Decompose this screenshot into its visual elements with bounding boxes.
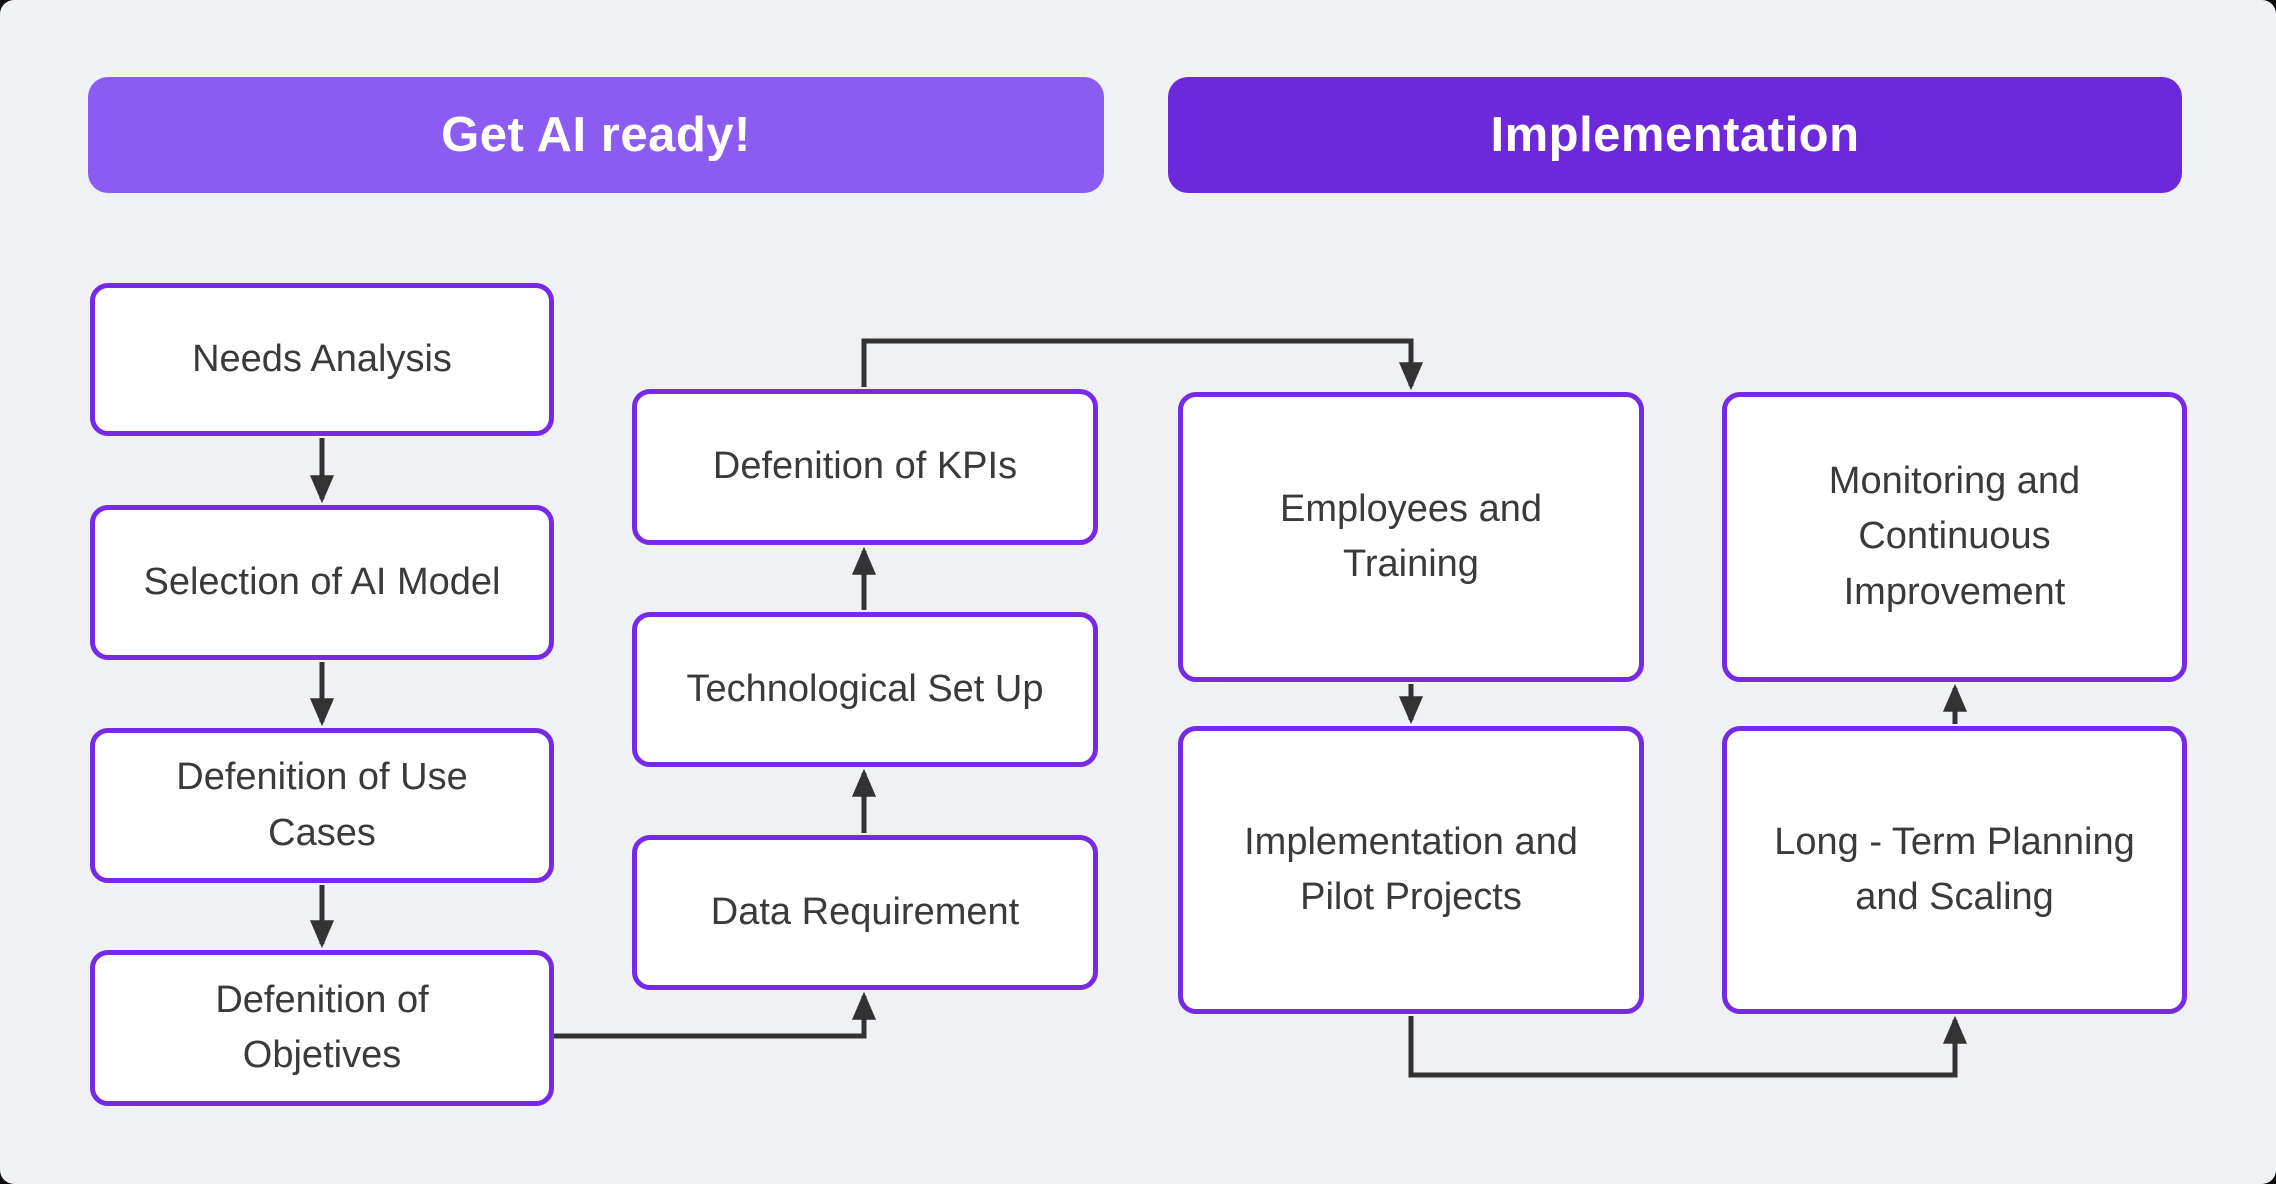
- node-label: Defenition of Objetives: [215, 978, 429, 1076]
- phase-header-label: Get AI ready!: [441, 108, 751, 162]
- node-defenition-of-kpis: Defenition of KPIs: [632, 389, 1098, 545]
- node-label: Employees and Training: [1280, 487, 1542, 585]
- node-needs-analysis: Needs Analysis: [90, 283, 554, 436]
- node-employees-and-training: Employees and Training: [1178, 392, 1644, 682]
- phase-header-implementation: Implementation: [1168, 77, 2182, 193]
- node-defenition-of-use-cases: Defenition of Use Cases: [90, 728, 554, 883]
- node-monitoring-and-continuous-improvement: Monitoring and Continuous Improvement: [1722, 392, 2187, 682]
- node-label: Defenition of Use Cases: [176, 756, 468, 854]
- node-long-term-planning-and-scaling: Long - Term Planning and Scaling: [1722, 726, 2187, 1014]
- node-label: Data Requirement: [710, 890, 1020, 933]
- node-label: Monitoring and Continuous Improvement: [1828, 460, 2081, 613]
- node-selection-of-ai-model: Selection of AI Model: [90, 505, 554, 660]
- node-label: Long - Term Planning and Scaling: [1774, 820, 2135, 918]
- node-data-requirement: Data Requirement: [632, 835, 1098, 990]
- node-implementation-and-pilot-projects: Implementation and Pilot Projects: [1178, 726, 1644, 1014]
- phase-header-label: Implementation: [1490, 108, 1860, 162]
- node-label: Implementation and Pilot Projects: [1244, 820, 1578, 918]
- phase-header-get-ai-ready: Get AI ready!: [88, 77, 1104, 193]
- edge-defenition-of-kpis-to-employees-and-training: [861, 338, 1424, 391]
- node-label: Defenition of KPIs: [712, 445, 1018, 488]
- node-technological-set-up: Technological Set Up: [632, 612, 1098, 767]
- edge-implementation-and-pilot-projects-to-long-term-planning-and-scaling: [1408, 1015, 1968, 1078]
- node-label: Needs Analysis: [192, 337, 452, 380]
- node-label: Technological Set Up: [686, 667, 1044, 710]
- node-defenition-of-objetives: Defenition of Objetives: [90, 950, 554, 1106]
- node-label: Selection of AI Model: [143, 560, 501, 603]
- edge-defenition-of-objetives-to-data-requirement: [554, 991, 877, 1039]
